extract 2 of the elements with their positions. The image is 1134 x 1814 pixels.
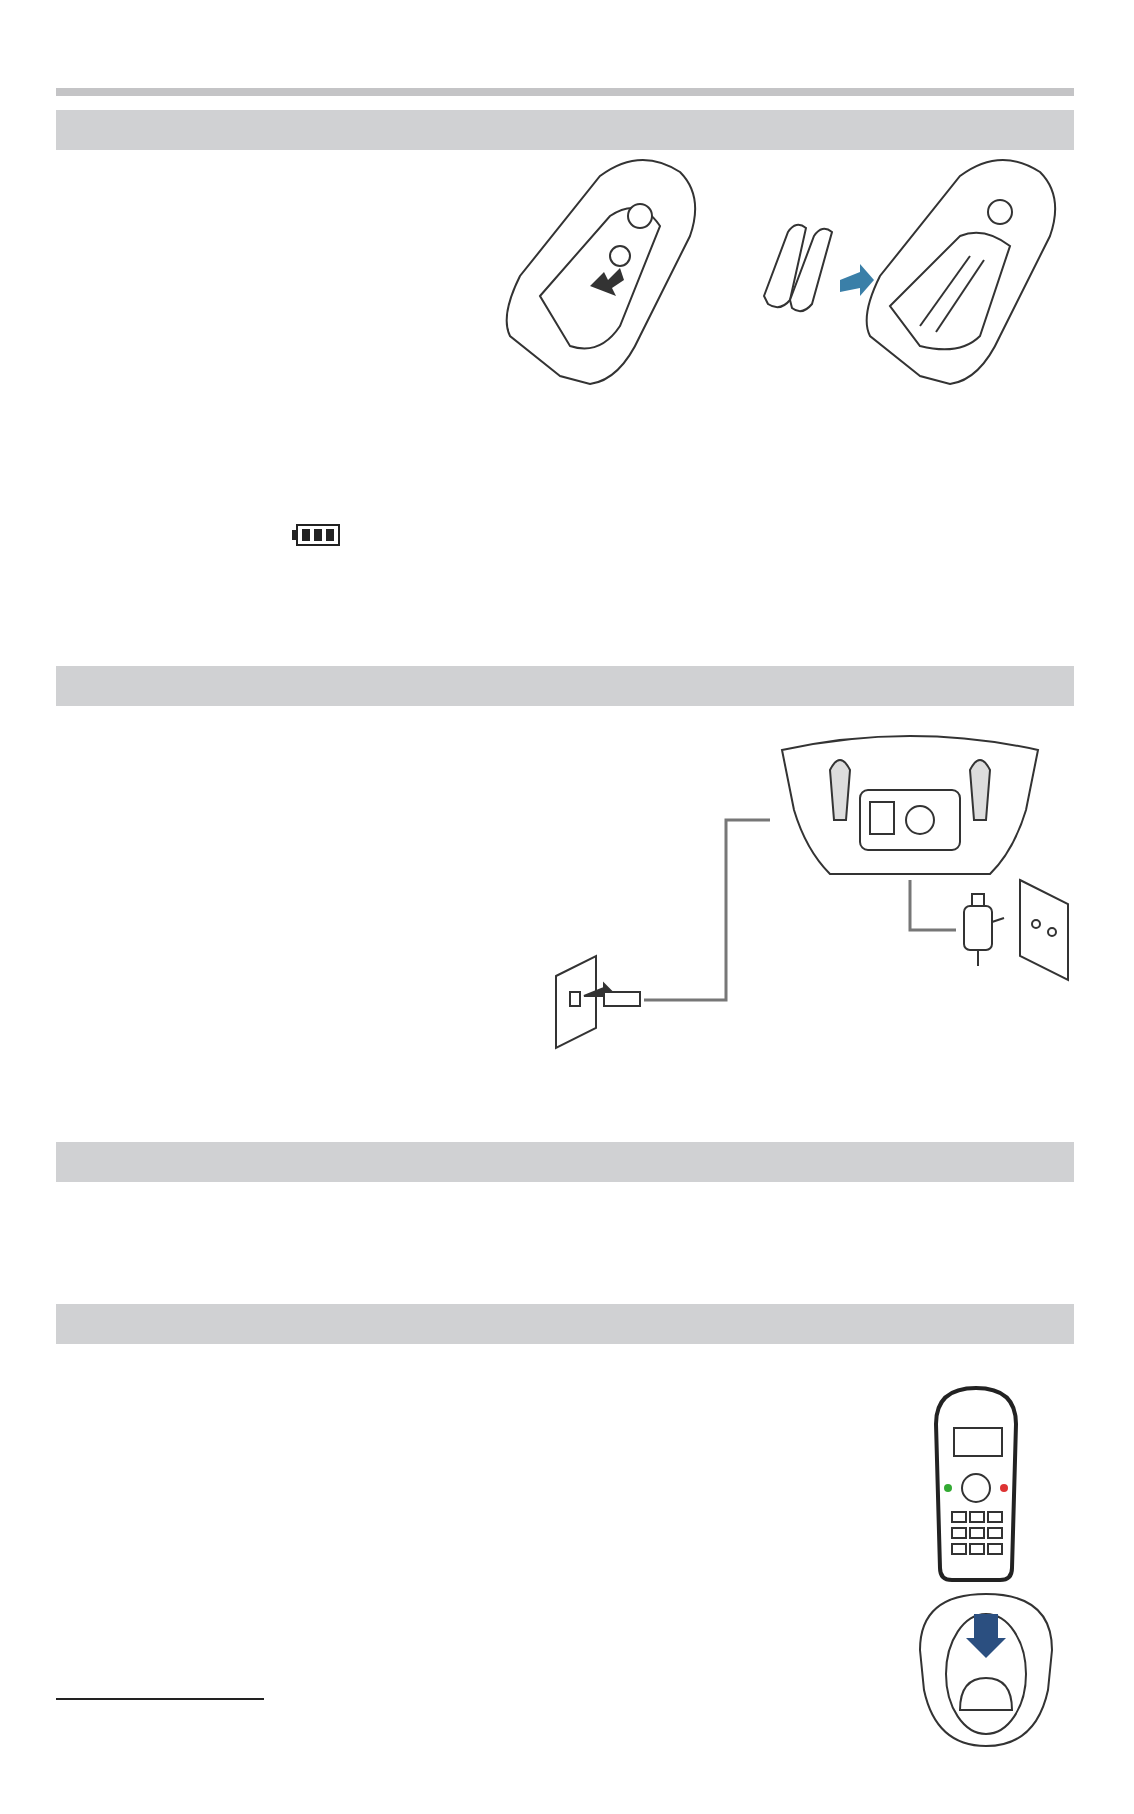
cable-line: [908, 880, 956, 932]
cable-line: [644, 818, 770, 1002]
